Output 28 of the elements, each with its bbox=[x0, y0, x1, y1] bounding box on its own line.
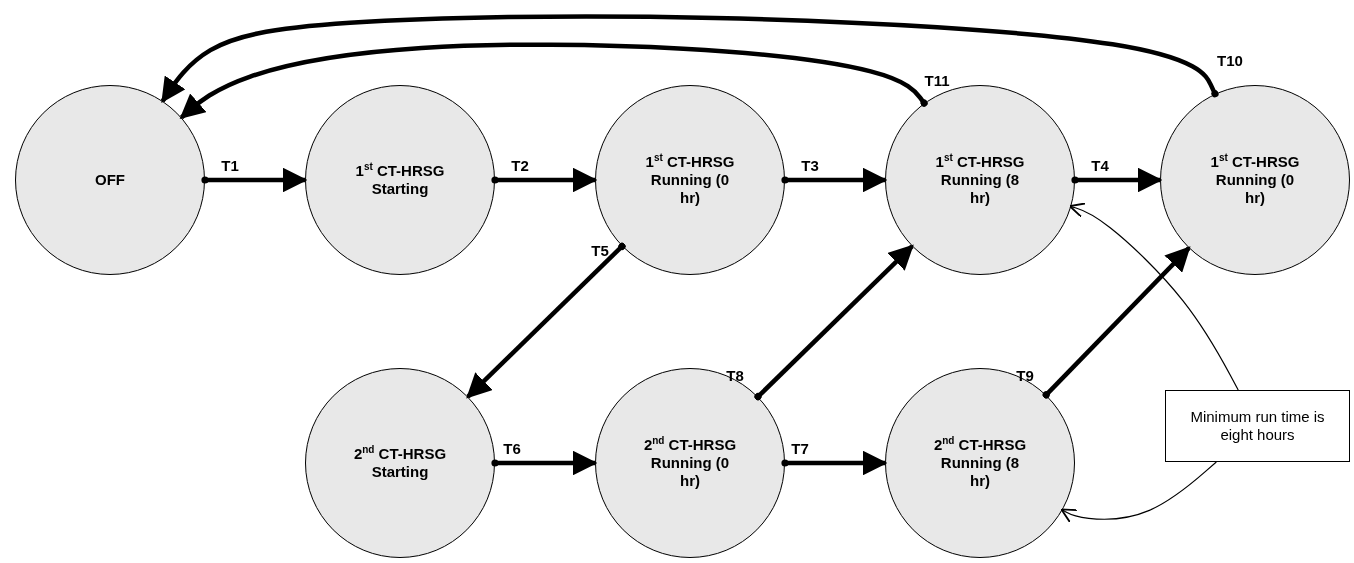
state-label: OFF bbox=[95, 171, 125, 189]
state-label: 1$^{st}$ CT-HRSG Starting bbox=[354, 162, 446, 198]
arrow bbox=[179, 42, 928, 120]
state-label: 2$^{nd}$ CT-HRSG Running (0 hr) bbox=[642, 436, 738, 490]
state-label: 1$^{st}$ CT-HRSG Running (0 hr) bbox=[1209, 153, 1301, 207]
edge-label: T4 bbox=[1091, 156, 1109, 174]
edge-label: T5 bbox=[591, 241, 609, 259]
arrow bbox=[754, 244, 914, 401]
state-label: 2$^{nd}$ CT-HRSG Starting bbox=[352, 445, 448, 481]
edge-label: T8 bbox=[726, 366, 744, 384]
edge-label: T6 bbox=[503, 439, 521, 457]
edge-label: T1 bbox=[221, 156, 239, 174]
state-label: 1$^{st}$ CT-HRSG Running (8 hr) bbox=[934, 153, 1026, 207]
note-text: Minimum run time is eight hours bbox=[1189, 408, 1326, 444]
edge-label: T7 bbox=[791, 439, 809, 457]
edge-label: T11 bbox=[924, 71, 950, 89]
arrow bbox=[1042, 246, 1191, 399]
leader-line bbox=[1068, 202, 1239, 391]
leader-line bbox=[1060, 461, 1217, 524]
arrow bbox=[160, 14, 1219, 103]
edge-label: T10 bbox=[1217, 51, 1243, 69]
state-label: 1$^{st}$ CT-HRSG Running (0 hr) bbox=[644, 153, 736, 207]
arrow bbox=[466, 242, 626, 399]
state-label: 2$^{nd}$ CT-HRSG Running (8 hr) bbox=[932, 436, 1028, 490]
edge-label: T2 bbox=[511, 156, 529, 174]
note-box bbox=[1165, 390, 1350, 462]
edge-label: T3 bbox=[801, 156, 819, 174]
edge-label: T9 bbox=[1016, 366, 1034, 384]
